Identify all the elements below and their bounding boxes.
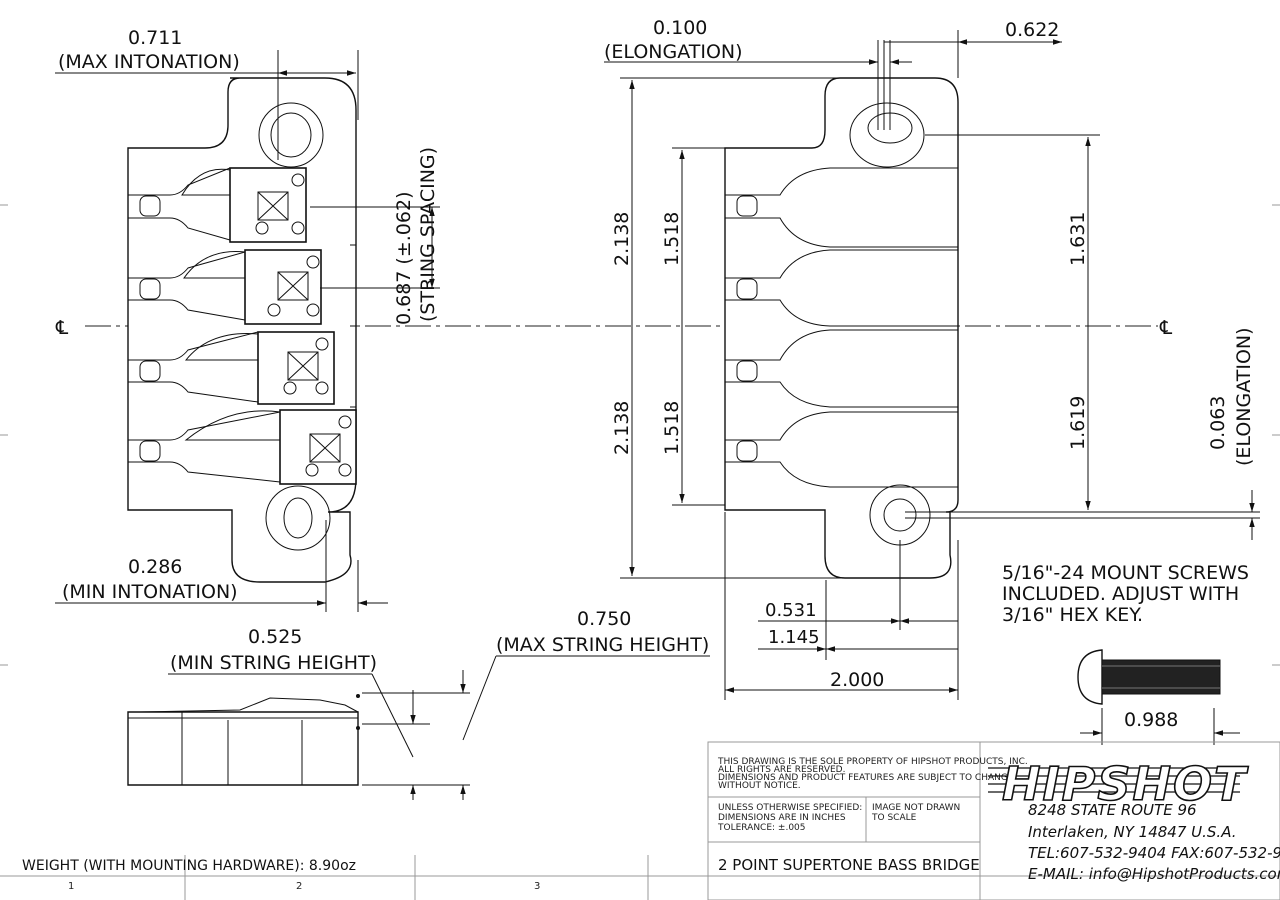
string-spacing-value: 0.687 (±.062) [393,192,415,325]
spec-line-2: DIMENSIONS ARE IN INCHES [718,813,846,823]
property-line-1: THIS DRAWING IS THE SOLE PROPERTY OF HIP… [717,757,1028,767]
right-view-dimensions: 0.100 (ELONGATION) 0.622 2.138 1.518 2.1… [604,17,1260,700]
saddle-3 [257,331,335,405]
min-intonation-value: 0.286 [128,556,182,578]
top-right-width: 0.622 [1005,19,1059,41]
bottom-2000: 2.000 [830,669,884,691]
bottom-531: 0.531 [765,600,817,621]
mount-screw: 0.988 [1077,649,1240,745]
right-lower: 1.619 [1067,396,1089,450]
zone-2: 2 [296,881,302,892]
saddle-4 [279,409,357,485]
min-intonation-label: (MIN INTONATION) [62,581,238,603]
string-spacing-label: (STRING SPACING) [417,147,439,322]
address-line-2: Interlaken, NY 14847 U.S.A. [1028,823,1237,841]
max-string-height-value: 0.750 [577,608,631,630]
zone-3: 3 [534,881,540,892]
mount-screw-note: 5/16"-24 MOUNT SCREWS INCLUDED. ADJUST W… [1002,562,1249,626]
zone-1: 1 [68,881,74,892]
title-block: THIS DRAWING IS THE SOLE PROPERTY OF HIP… [707,741,1280,900]
svg-text:INCLUDED. ADJUST WITH: INCLUDED. ADJUST WITH [1002,583,1239,605]
weight-text: WEIGHT (WITH MOUNTING HARDWARE): 8.90oz [22,858,356,874]
property-line-3: DIMENSIONS AND PRODUCT FEATURES ARE SUBJ… [718,773,1014,783]
spec-line-3: TOLERANCE: ±.005 [717,823,806,833]
saddle-1 [229,167,307,243]
base-plate-top-view [724,77,959,579]
centerline-symbol-left: ℄ [55,317,69,339]
mount-slot-bottom-left [265,485,331,551]
phone-fax: TEL:607-532-9404 FAX:607-532-9530 [1028,844,1280,862]
saddle-2 [244,249,322,325]
svg-text:5/16"-24 MOUNT SCREWS: 5/16"-24 MOUNT SCREWS [1002,562,1249,584]
screw-length: 0.988 [1124,709,1178,731]
max-intonation-value: 0.711 [128,27,182,49]
height-lower-inner: 1.518 [661,401,683,455]
left-view-dimensions: 0.711 (MAX INTONATION) 0.286 (MIN INTONA… [55,27,440,612]
min-string-height-value: 0.525 [248,626,302,648]
spec-line-1: UNLESS OTHERWISE SPECIFIED: [718,803,862,813]
mount-slot-top-right [849,102,925,168]
right-upper: 1.631 [1067,212,1089,266]
centerline-symbol-right: ℄ [1159,317,1173,339]
bridge-side-view: 0.525 (MIN STRING HEIGHT) 0.750 (MAX STR… [127,608,710,800]
email: E-MAIL: info@HipshotProducts.com [1028,865,1280,883]
elongation-top-value: 0.100 [653,17,707,39]
elongation-right-label: (ELONGATION) [1233,327,1255,466]
elongation-top-label: (ELONGATION) [604,41,743,63]
min-string-height-label: (MIN STRING HEIGHT) [170,652,377,674]
property-line-2: ALL RIGHTS ARE RESERVED. [718,765,845,775]
height-upper-outer: 2.138 [611,212,633,266]
sheet-frame [0,204,1280,900]
property-line-4: WITHOUT NOTICE. [718,781,801,791]
scale-line-2: TO SCALE [871,813,917,823]
bottom-1145: 1.145 [768,627,820,648]
elongation-right-value: 0.063 [1207,396,1229,450]
drawing-title: 2 POINT SUPERTONE BASS BRIDGE [718,856,980,874]
bridge-top-view-left [127,77,357,583]
max-intonation-label: (MAX INTONATION) [58,51,240,73]
hipshot-logo: HIPSHOT [988,756,1249,812]
company-block: HIPSHOT 8248 STATE ROUTE 96 Interlaken, … [988,756,1280,883]
max-string-height-label: (MAX STRING HEIGHT) [496,634,709,656]
height-lower-outer: 2.138 [611,401,633,455]
logo-text: HIPSHOT [1002,757,1249,811]
mount-slot-top-left [258,102,324,168]
height-upper-inner: 1.518 [661,212,683,266]
address-line-1: 8248 STATE ROUTE 96 [1028,801,1197,819]
scale-line-1: IMAGE NOT DRAWN [872,803,960,813]
svg-text:3/16" HEX KEY.: 3/16" HEX KEY. [1002,604,1143,626]
